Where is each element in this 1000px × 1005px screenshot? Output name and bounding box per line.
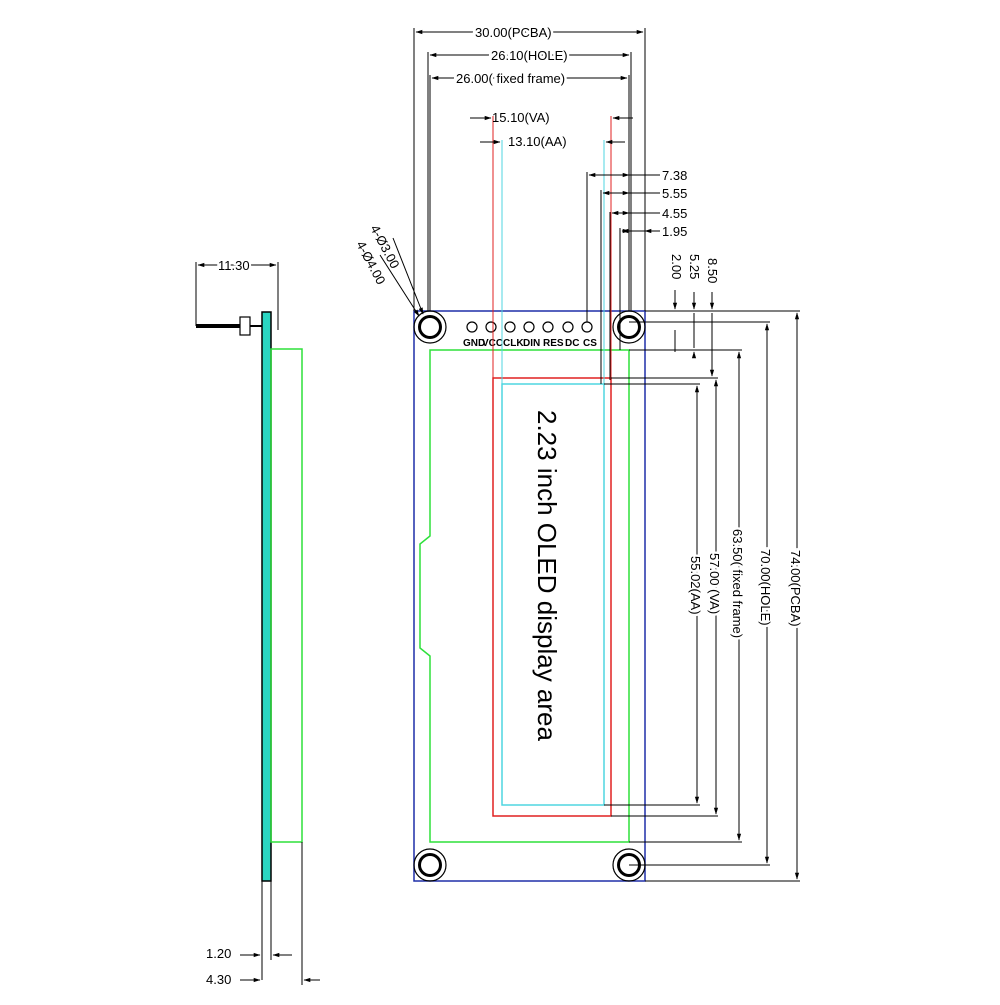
dim-aa-height: 55.02(AA) (688, 556, 703, 615)
dim-aa-width: 13.10(AA) (508, 134, 567, 149)
dim-pcb-thickness: 1.20 (206, 946, 231, 961)
pin-label-res: RES (543, 338, 564, 349)
pin-pad (466, 321, 478, 333)
front-view: GND VCC CLK DIN RES DC CS 2.23 inch OLED… (413, 310, 646, 882)
dim-5-55: 5.55 (662, 186, 687, 201)
pin-pad (485, 321, 497, 333)
mounting-hole-top-left (413, 310, 447, 344)
pin-pads (466, 321, 593, 333)
dim-pin-length: 11.30 (218, 258, 250, 273)
dim-7-38: 7.38 (662, 168, 687, 183)
side-display-body (270, 348, 303, 843)
dim-pcba-width: 30.00(PCBA) (475, 25, 552, 40)
dim-5-25: 5.25 (687, 254, 702, 279)
dim-1-95: 1.95 (662, 224, 687, 239)
pin-label-clk: CLK (503, 338, 524, 349)
dim-total-thickness: 4.30 (206, 972, 231, 987)
dim-2-00: 2.00 (669, 254, 684, 279)
va-outline (492, 377, 612, 817)
dim-va-height: 57.00 (VA) (707, 553, 722, 614)
pin-pad (542, 321, 554, 333)
dim-fixed-frame-height: 63.50( fixed frame) (730, 529, 745, 638)
fixed-frame-outline (419, 349, 630, 843)
pin-label-gnd: GND (463, 338, 485, 349)
dim-hole-height: 70.00(HOLE) (758, 549, 773, 626)
pin-label-din: DIN (523, 338, 540, 349)
side-view: 11.30 1.20 4.30 (195, 256, 320, 987)
side-pcb (261, 311, 272, 882)
pin-pad (581, 321, 593, 333)
pin-pad (562, 321, 574, 333)
mounting-hole-bottom-left (413, 848, 447, 882)
dim-hole-width: 26.10(HOLE) (491, 48, 568, 63)
dim-4-55: 4.55 (662, 206, 687, 221)
pin-labels: GND VCC CLK DIN RES DC CS (463, 338, 597, 349)
dim-pcba-height: 74.00(PCBA) (788, 550, 803, 627)
pin-pad (504, 321, 516, 333)
dim-fixed-frame-width: 26.00( fixed frame) (456, 71, 565, 86)
right-dimensions: 2.00 5.25 8.50 55.02(AA) 57.00 (VA) 63.5… (604, 254, 806, 882)
pin-label-cs: CS (583, 338, 597, 349)
pin-label-dc: DC (565, 338, 579, 349)
display-area-label: 2.23 inch OLED display area (532, 410, 562, 742)
dim-va-width: 15.10(VA) (492, 110, 550, 125)
dim-8-50: 8.50 (705, 258, 720, 283)
pin-pad (523, 321, 535, 333)
aa-outline (501, 383, 605, 806)
mounting-hole-top-right (612, 310, 646, 344)
pcba-outline (413, 310, 646, 882)
side-pin-housing (239, 316, 251, 336)
